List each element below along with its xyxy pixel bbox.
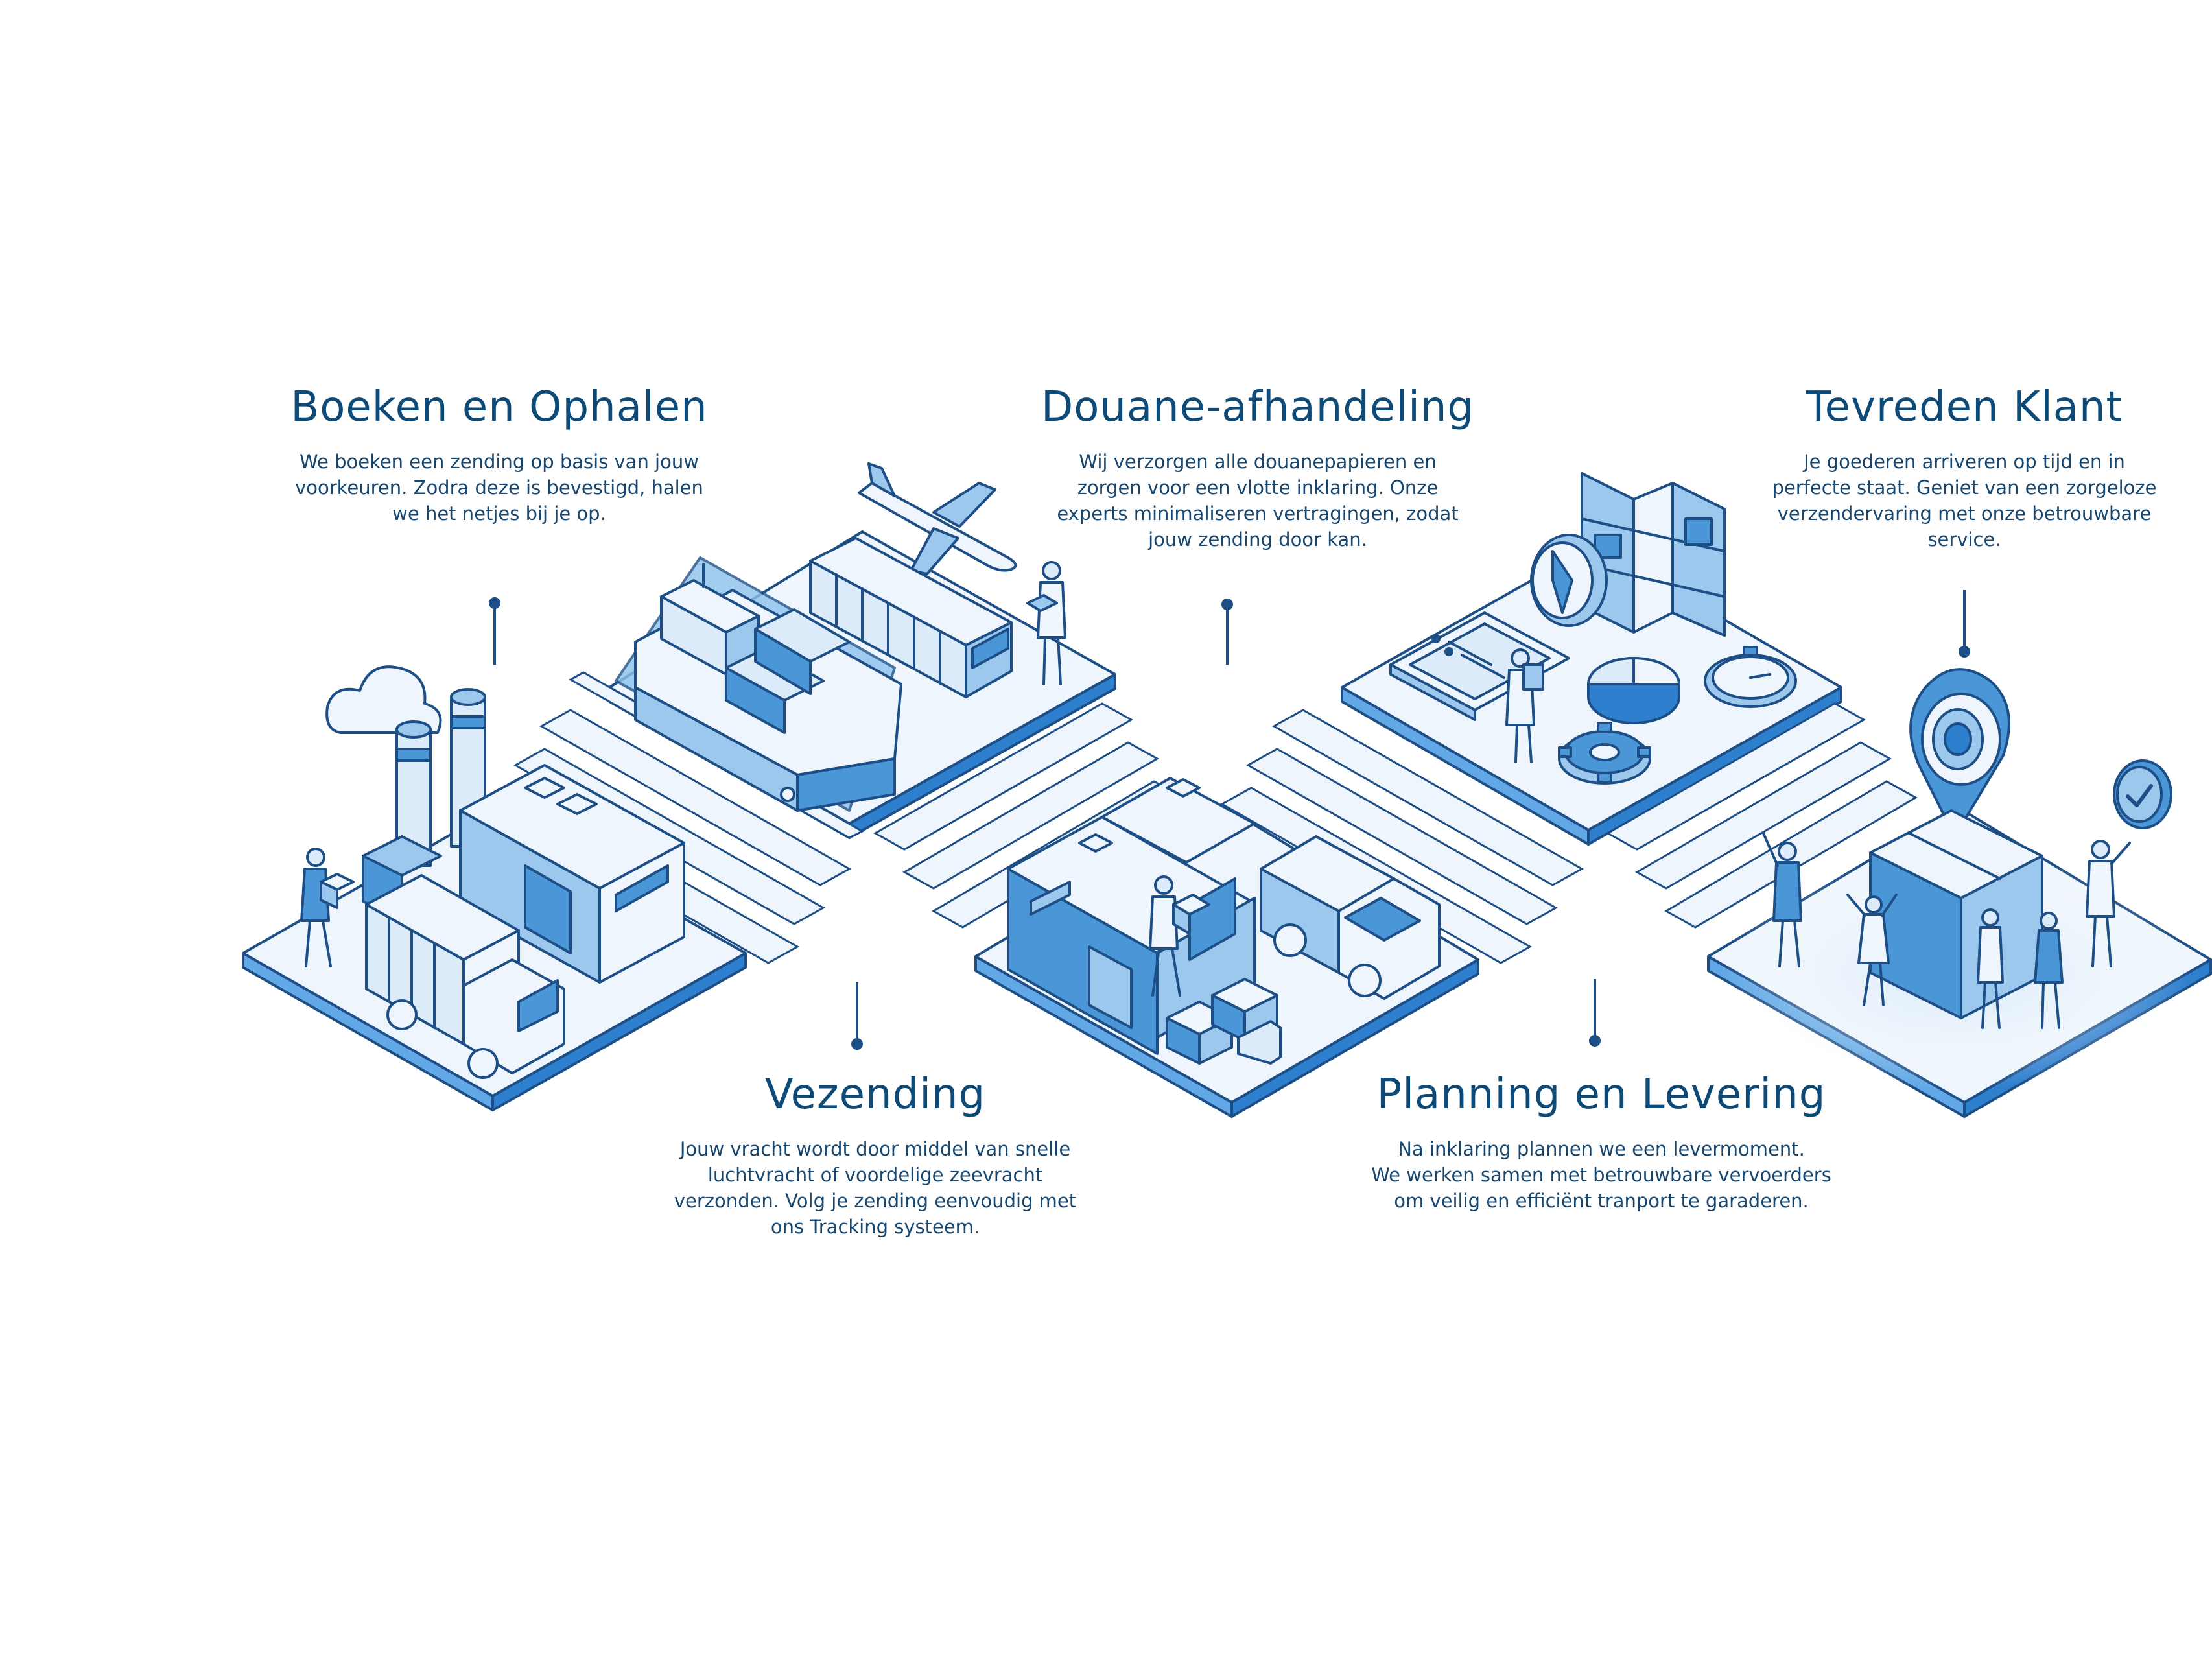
description-line: zorgen voor een vlotte inklaring. Onze: [1077, 476, 1439, 499]
step-description: We boeken een zending op basis van jouw …: [227, 449, 771, 527]
step-description: Wij verzorgen alle douanepapieren en zor…: [985, 449, 1530, 552]
description-line: Je goederen arriveren op tijd en in: [1804, 450, 2125, 473]
cloud-icon: [325, 665, 442, 734]
description-line: service.: [1927, 528, 2001, 551]
step-title: Douane-afhandeling: [1041, 383, 1475, 431]
step-planning: Planning en Levering Na inklaring planne…: [1316, 1071, 1887, 1214]
step-tevreden: Tevreden Klant Je goederen arriveren op …: [1686, 383, 2212, 552]
description-line: Na inklaring plannen we een levermoment.: [1398, 1137, 1805, 1160]
dock-worker-icon: [1026, 561, 1066, 685]
worker-carrying-box-icon: [300, 848, 355, 967]
step-pins: [489, 590, 1970, 1050]
cargo-ship-icon: [634, 563, 902, 812]
stopwatch-icon: [1704, 646, 1797, 708]
step-title: Vezending: [764, 1071, 986, 1119]
description-line: voorkeuren. Zodra deze is bevestigd, hal…: [295, 476, 703, 499]
stacked-boxes-icon: [1166, 978, 1282, 1065]
description-line: experts minimaliseren vertragingen, zoda…: [1057, 502, 1459, 525]
step-douane: Douane-afhandeling Wij verzorgen alle do…: [985, 383, 1530, 552]
location-pin-icon: [1909, 668, 2010, 838]
description-line: We werken samen met betrouwbare vervoerd…: [1371, 1163, 1831, 1186]
warehouse-icon: [459, 764, 685, 984]
garbage-truck-icon: [365, 874, 565, 1079]
checkmark-badge-icon: [2113, 759, 2172, 829]
description-line: we het netjes bij je op.: [392, 502, 606, 525]
tablet-checklist-icon: [1389, 611, 1570, 721]
step-vezending: Vezending Jouw vracht wordt door middel …: [603, 1071, 1147, 1240]
gear-icon: [1558, 722, 1651, 785]
step-boeken: Boeken en Ophalen We boeken een zending …: [227, 383, 771, 527]
description-line: om veilig en efficiënt tranport te garad…: [1394, 1189, 1809, 1212]
step-description: Na inklaring plannen we een levermoment.…: [1316, 1136, 1887, 1214]
step-description: Je goederen arriveren op tijd en in perf…: [1686, 449, 2212, 552]
pie-chart-icon: [1587, 657, 1680, 724]
step-description: Jouw vracht wordt door middel van snelle…: [603, 1136, 1147, 1240]
step-title: Planning en Levering: [1376, 1071, 1826, 1119]
step-title: Tevreden Klant: [1806, 383, 2123, 431]
compass-icon: [1530, 534, 1608, 627]
pin-douane: [1221, 599, 1233, 665]
description-line: Wij verzorgen alle douanepapieren en: [1079, 450, 1437, 473]
description-line: We boeken een zending op basis van jouw: [300, 450, 699, 473]
description-line: jouw zending door kan.: [1148, 528, 1367, 551]
description-line: Jouw vracht wordt door middel van snelle: [679, 1137, 1071, 1160]
description-line: ons Tracking systeem.: [770, 1215, 980, 1238]
pin-tevreden: [1959, 590, 1970, 658]
description-line: verzendervaring met onze betrouwbare: [1777, 502, 2152, 525]
planner-person-icon: [1505, 648, 1544, 763]
description-line: verzonden. Volg je zending eenvoudig met: [674, 1189, 1077, 1212]
pin-boeken: [489, 597, 500, 665]
description-line: perfecte staat. Geniet van een zorgeloze: [1772, 476, 2157, 499]
happy-customer-icon: [1762, 832, 2131, 1029]
description-line: luchtvracht of voordelige zeevracht: [707, 1163, 1043, 1186]
delivered-box-icon: [1869, 809, 2043, 1019]
pin-vezending: [851, 982, 863, 1050]
container-train-icon: [809, 537, 1013, 698]
step-title: Boeken en Ophalen: [290, 383, 708, 431]
airplane-icon: [858, 462, 1017, 575]
delivery-van-icon: [1260, 835, 1441, 1000]
pin-planning: [1589, 979, 1601, 1047]
worker-carrying-box-icon: [1149, 875, 1210, 997]
